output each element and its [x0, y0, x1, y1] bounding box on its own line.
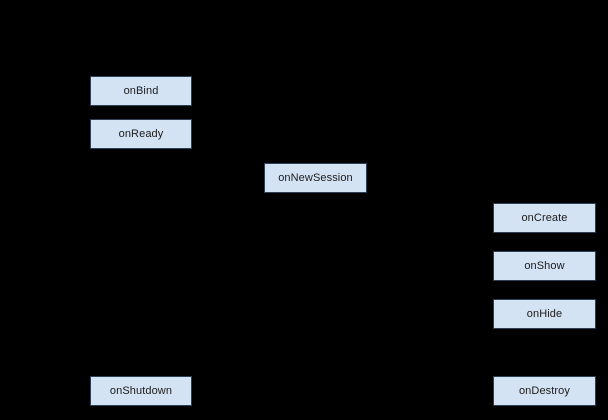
node-onshow[interactable]: onShow: [493, 251, 596, 281]
node-label: onNewSession: [278, 171, 353, 184]
node-label: onBind: [123, 84, 159, 97]
node-onhide[interactable]: onHide: [493, 299, 596, 329]
node-oncreate[interactable]: onCreate: [493, 203, 596, 233]
node-label: onDestroy: [518, 384, 571, 397]
node-label: onReady: [118, 127, 164, 140]
node-onshutdown[interactable]: onShutdown: [90, 376, 192, 406]
node-label: onCreate: [521, 211, 568, 224]
node-onbind[interactable]: onBind: [90, 76, 192, 106]
node-label: onShutdown: [109, 384, 173, 397]
node-label: onHide: [526, 307, 563, 320]
node-ondestroy[interactable]: onDestroy: [493, 376, 596, 406]
node-onready[interactable]: onReady: [90, 119, 192, 149]
node-onnewsession[interactable]: onNewSession: [264, 163, 367, 193]
node-label: onShow: [524, 259, 565, 272]
